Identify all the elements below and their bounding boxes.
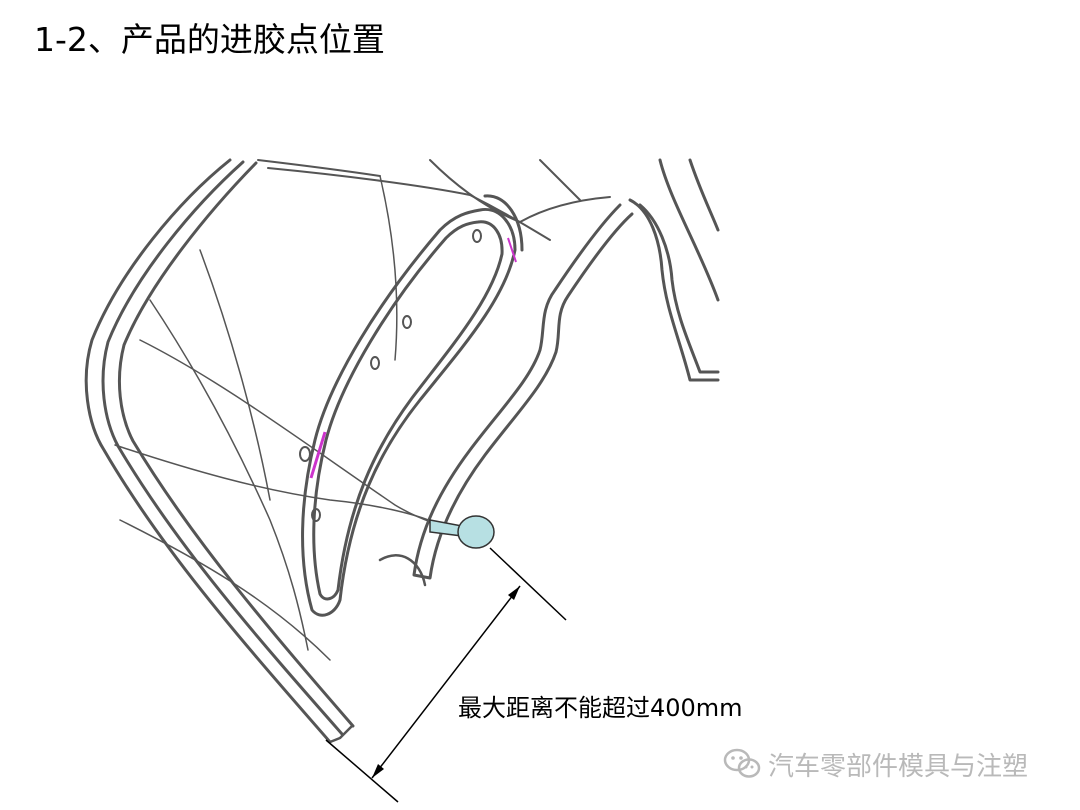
part-right-profile: [412, 158, 720, 580]
gate-point: [457, 515, 495, 549]
part-frame: [301, 194, 524, 617]
highlight-mark: [309, 431, 327, 479]
extension-line: [489, 547, 567, 621]
gate-runner: [429, 519, 463, 537]
arrow-head: [508, 586, 520, 600]
part-top-edges: [257, 159, 611, 241]
dimension-line: [371, 585, 521, 779]
slide-title: 1-2、产品的进胶点位置: [34, 20, 385, 59]
part-outer-edge: [84, 158, 355, 744]
part-holes: [299, 229, 482, 522]
arrow-head: [372, 764, 384, 778]
part-bottom-lip: [328, 554, 427, 744]
dimension-label: 最大距离不能超过400mm: [458, 694, 743, 722]
wechat-icon: [723, 748, 761, 778]
dimension: [325, 547, 567, 803]
watermark: 汽车零部件模具与注塑: [722, 744, 1028, 784]
part-inner-lines: [114, 175, 471, 661]
watermark-text: 汽车零部件模具与注塑: [768, 751, 1029, 782]
extension-line: [325, 739, 399, 803]
highlight-mark: [507, 237, 517, 263]
gate: [429, 515, 495, 549]
